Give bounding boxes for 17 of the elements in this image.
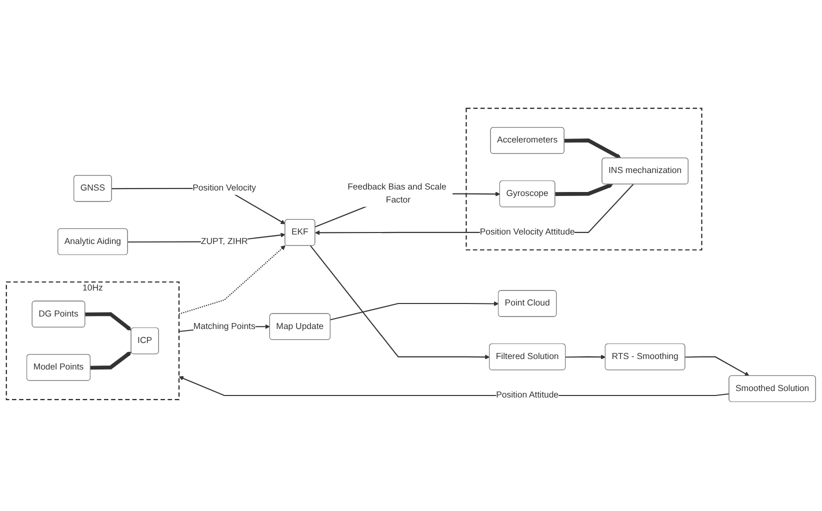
arrow <box>310 246 490 360</box>
edge-label: Position Velocity <box>192 184 256 194</box>
arrow <box>555 184 614 196</box>
edge-label: Matching Points <box>193 322 256 332</box>
arrow <box>564 138 622 160</box>
edge-label: Feedback Bias and Scale Factor <box>348 182 446 206</box>
edge-label: Position Attitude <box>496 390 559 400</box>
arrow <box>330 302 499 321</box>
arrow <box>90 352 132 370</box>
edge-label: ZUPT, ZIHR <box>200 237 248 246</box>
arrow <box>566 354 606 360</box>
arrow <box>178 376 730 396</box>
arrow <box>685 356 750 376</box>
arrow <box>85 312 132 331</box>
arrow <box>178 246 286 315</box>
cluster <box>466 108 702 251</box>
edge-label: Position Velocity Attitude <box>480 228 575 238</box>
